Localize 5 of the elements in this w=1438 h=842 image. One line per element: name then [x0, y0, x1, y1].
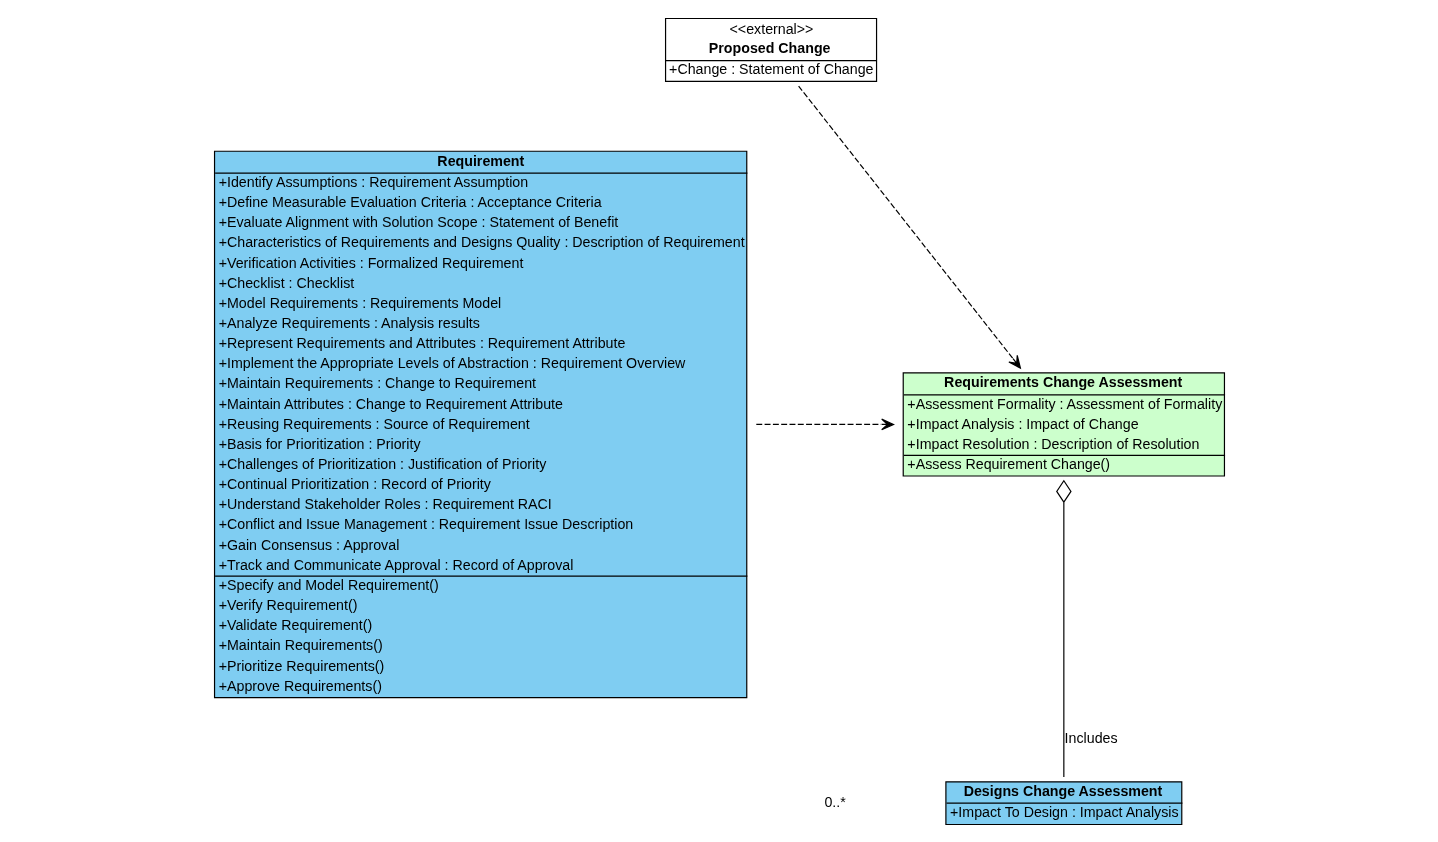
arrow [797, 85, 1021, 369]
connector [1055, 479, 1072, 778]
arrow [755, 418, 894, 430]
edge-label: Includes [1064, 729, 1118, 746]
label: 0..* [823, 793, 846, 810]
